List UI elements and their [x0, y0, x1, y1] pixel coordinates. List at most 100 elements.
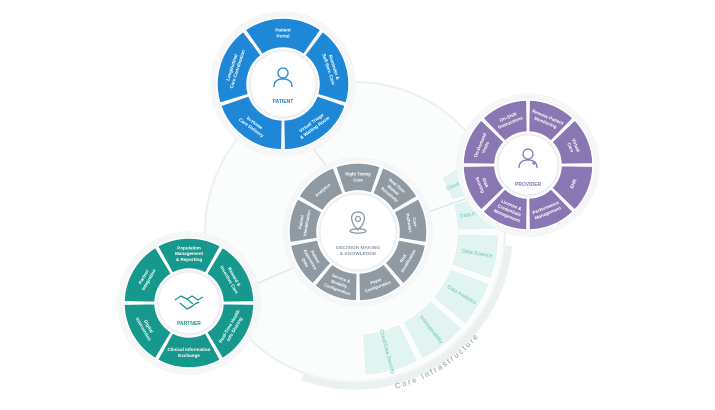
patient-wheel-segment: [303, 30, 350, 105]
doctor-icon: [518, 148, 538, 169]
provider-wheel-segment-label-line: Visits: [481, 140, 490, 154]
person-icon: [273, 67, 293, 88]
provider-wheel-segment-label-line: EHR: [569, 178, 578, 190]
decision-wheel-segment-label-line: Patient: [310, 249, 322, 264]
provider-wheel-center: [497, 134, 559, 196]
decision-wheel-segment-label: CarePathways: [405, 212, 419, 234]
patient-wheel-center: [249, 50, 317, 118]
decision-wheel-segment-label-line: Patient: [297, 214, 304, 229]
person-icon-head: [277, 67, 289, 79]
partner-wheel-segment: [205, 246, 255, 304]
partner-wheel-segment: [156, 237, 222, 275]
provider-wheel: Remote PatientMonitoringVirtualCareEHRPe…: [456, 93, 600, 237]
doctor-icon-body: [518, 159, 538, 169]
provider-wheel-segment: [481, 99, 529, 143]
partner-wheel-segment: [123, 246, 173, 304]
patient-wheel-segment: [216, 30, 263, 105]
decision-wheel-title-line: & KNOWLEDGE: [340, 251, 377, 257]
handshake-icon-bottom: [179, 301, 200, 310]
provider-wheel-segment-label-line: Virtual: [571, 138, 581, 153]
doctor-icon-head: [522, 148, 534, 160]
decision-wheel-segment: [371, 166, 419, 212]
infrastructure-band: [450, 233, 500, 280]
provider-wheel-segment-label: RiskScoring: [474, 174, 491, 194]
infrastructure-band-label: Data Science: [461, 248, 493, 259]
patient-wheel-segment: [244, 17, 322, 56]
decision-wheel-segment-label-line: Pathways: [405, 213, 413, 234]
decision-wheel-segment-label-line: Modality: [330, 279, 348, 290]
patient-wheel-segment: [219, 94, 284, 151]
patient-wheel-segment-label-line: Portal: [276, 34, 289, 39]
decision-wheel-segment: [392, 197, 428, 244]
partner-wheel-segment-label-line: Population: [177, 245, 201, 250]
decision-wheel-segment: [357, 262, 403, 302]
decision-wheel-segment: [288, 197, 324, 244]
partner-wheel-segment-label-line: Clinical Information: [168, 347, 211, 352]
provider-wheel-segment-label-line: Risk: [481, 177, 490, 188]
partner-wheel-segment: [205, 302, 255, 360]
decision-wheel-segment-label-line: Care: [412, 217, 419, 228]
infrastructure-band: [432, 267, 491, 326]
decision-wheel-segment-label-line: Payer: [370, 277, 383, 286]
provider-wheel-segment: [462, 164, 506, 212]
doctor-icon-cross: [532, 161, 536, 165]
decision-wheel-segment: [297, 166, 345, 212]
provider-wheel-segment: [462, 118, 506, 166]
partner-wheel-segment-label-line: & Reporting: [176, 257, 202, 262]
decision-wheel-segment: [334, 162, 382, 195]
handshake-icon-grip: [186, 298, 194, 305]
decision-wheel-segment-label-line: Service &: [331, 273, 351, 284]
decision-wheel-segment-label-line: Identification: [302, 209, 312, 236]
decision-wheel-segment-label: PatientIdentification: [296, 208, 311, 236]
handshake-icon: [174, 295, 204, 310]
partner-wheel-segment-label-line: Digital: [143, 319, 154, 334]
decision-wheel-segment: [383, 238, 427, 286]
provider-wheel-title: PROVIDER: [515, 182, 542, 188]
partner-wheel-center: [157, 271, 221, 335]
decision-wheel-title-line: DECISION MAKING: [336, 245, 380, 251]
partner-wheel-segment-label-line: Management: [175, 251, 204, 256]
decision-wheel-segment-label-line: Data: [301, 257, 310, 268]
map-pin-icon-dot: [354, 215, 362, 223]
provider-wheel-segment-label-line: Care: [566, 142, 575, 154]
partner-wheel-title: PARTNER: [177, 321, 201, 327]
partner-wheel-segment: [123, 302, 173, 360]
decision-wheel-segment-label: PatientExperienceData: [298, 246, 324, 274]
map-pin-icon-base: [349, 228, 367, 234]
provider-wheel-segment: [527, 99, 575, 143]
provider-wheel-segment: [527, 187, 575, 231]
decision-wheel-center: [319, 193, 397, 271]
map-pin-icon-body: [350, 211, 366, 231]
provider-wheel-segment-label-line: On-Shift: [499, 111, 518, 123]
provider-wheel-segment: [550, 164, 594, 212]
provider-wheel-segment: [481, 187, 529, 231]
infrastructure-outer-band: [300, 244, 513, 391]
map-pin-icon: [349, 211, 367, 234]
provider-wheel-segment-label-line: Scoring: [474, 176, 485, 194]
decision-wheel-title: DECISION MAKING& KNOWLEDGE: [336, 245, 380, 257]
patient-wheel-segment-label-line: Patient: [275, 28, 291, 33]
infrastructure-band: [402, 299, 463, 360]
provider-wheel-segment-label: VirtualCare: [565, 138, 580, 155]
patient-wheel-segment: [282, 94, 347, 151]
decision-wheel-segment: [289, 238, 333, 286]
person-icon-body: [273, 78, 293, 88]
partner-wheel-segment: [156, 331, 222, 369]
handshake-icon-top: [174, 295, 204, 301]
patient-wheel-title: PATIENT: [273, 99, 294, 105]
decision-wheel-segment: [313, 262, 359, 302]
provider-wheel-segment-label: EHR: [569, 178, 578, 190]
provider-wheel-segment: [550, 118, 594, 166]
infrastructure-band: [361, 322, 419, 377]
decision-wheel-segment-label-line: Care: [353, 178, 363, 183]
decision-wheel-segment-label-line: Right Timing: [345, 172, 371, 177]
partner-wheel-segment-label-line: Exchange: [178, 353, 200, 358]
